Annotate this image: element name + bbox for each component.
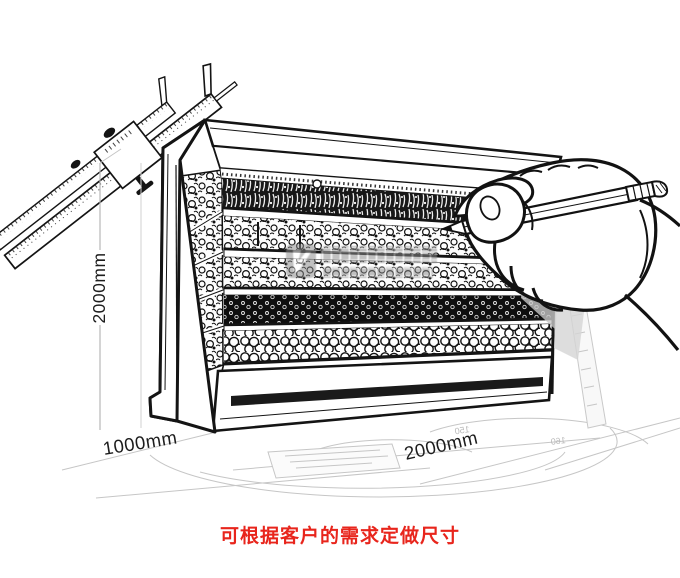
height-dimension-label: 2000mm	[89, 252, 109, 323]
floor-protractor-sketch: 150 160	[61, 295, 680, 499]
width-dimension-label: 2000mm	[402, 427, 480, 464]
set-square-sketch	[267, 443, 401, 479]
custom-size-caption: 可根据客户的需求定做尺寸	[219, 526, 460, 547]
height-dimension: 2000mm	[89, 148, 142, 430]
shelf-produce-berries	[224, 295, 552, 324]
protractor-number: 150	[454, 424, 470, 436]
hand-pencil-sketch	[440, 158, 680, 360]
depth-dimension-label: 1000mm	[101, 426, 178, 458]
watermark	[286, 244, 437, 278]
protractor-number: 160	[550, 435, 566, 447]
vernier-caliper-icon	[0, 62, 238, 270]
thumb-nail	[479, 195, 501, 221]
base-vent-slot	[231, 377, 543, 406]
shelf-produce-round-fruit	[224, 324, 552, 363]
